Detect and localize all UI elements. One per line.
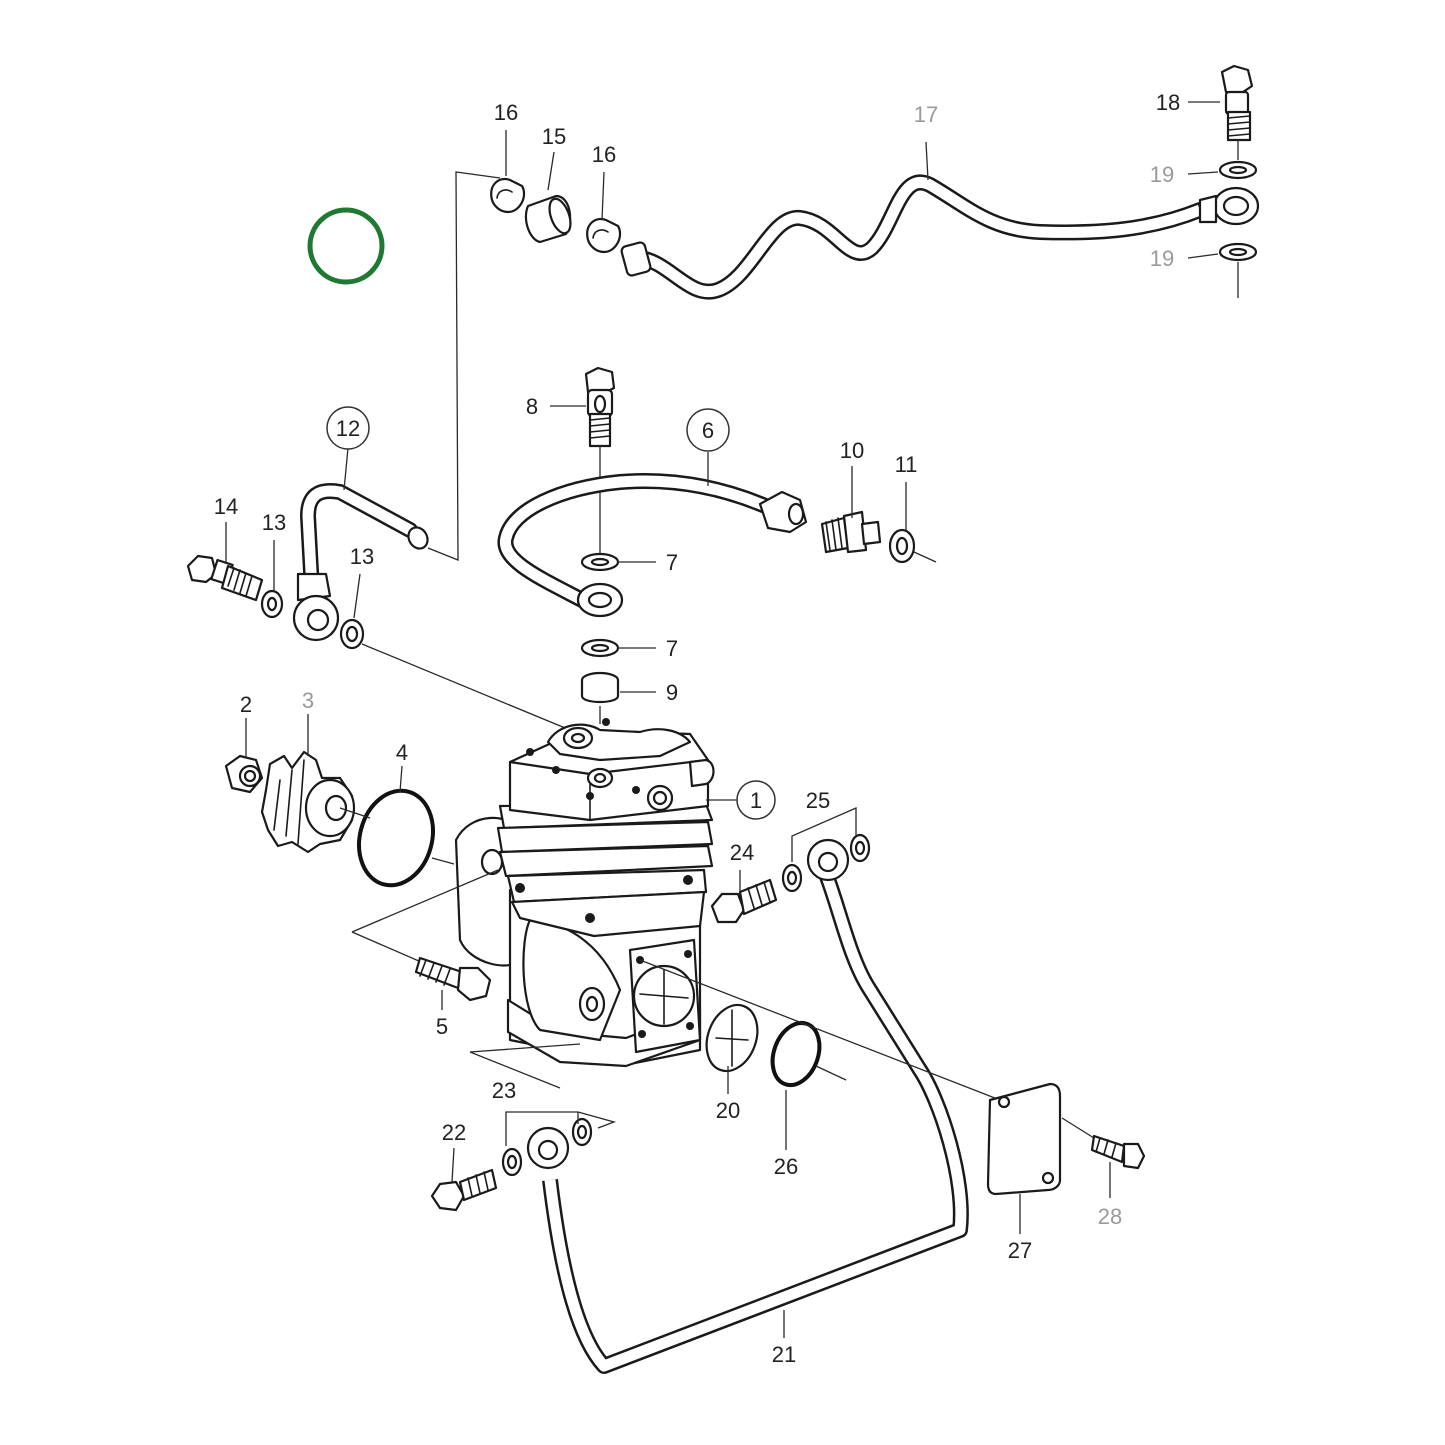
highlighted-o-ring	[307, 207, 385, 285]
callout-9: 9	[666, 680, 678, 705]
callout-19b: 19	[1150, 246, 1174, 271]
callout-26: 26	[774, 1154, 798, 1179]
callout-12: 12	[336, 416, 360, 441]
callout-2: 2	[240, 692, 252, 717]
callout-28: 28	[1098, 1204, 1122, 1229]
compressor-body	[454, 718, 738, 1068]
callout-25: 25	[806, 788, 830, 813]
callout-16a: 16	[494, 100, 518, 125]
callout-8: 8	[526, 394, 538, 419]
callout-27: 27	[1008, 1238, 1032, 1263]
bolt-5	[414, 956, 492, 1010]
callout-13b: 13	[350, 544, 374, 569]
callout-4: 4	[396, 740, 408, 765]
callout-7a: 7	[666, 550, 678, 575]
banjo-bolt-18	[1218, 64, 1258, 298]
callout-circle-12	[326, 406, 370, 450]
callout-5: 5	[436, 1014, 448, 1039]
callout-18: 18	[1156, 90, 1180, 115]
callout-circle-1	[736, 780, 776, 820]
callout-7b: 7	[666, 636, 678, 661]
pipe-6-assembly	[497, 366, 937, 724]
pipe-21-assembly	[430, 807, 969, 1374]
callout-17: 17	[914, 102, 938, 127]
callout-leaders	[225, 101, 1220, 1338]
callout-21: 21	[772, 1342, 796, 1367]
callout-23: 23	[492, 1078, 516, 1103]
callout-13a: 13	[262, 510, 286, 535]
callout-24: 24	[730, 840, 754, 865]
drive-gear-parts	[224, 750, 455, 888]
callout-1: 1	[750, 788, 762, 813]
callout-20: 20	[716, 1098, 740, 1123]
callout-10: 10	[840, 438, 864, 463]
callout-6: 6	[702, 418, 714, 443]
callout-16b: 16	[592, 142, 616, 167]
callout-labels: 1 2 3 4 5 6 7 7 8 9 10 11 12 13 13 14 15…	[214, 90, 1180, 1367]
callout-22: 22	[442, 1120, 466, 1145]
callout-15: 15	[542, 124, 566, 149]
callout-3: 3	[302, 688, 314, 713]
callout-circle-6	[686, 408, 730, 452]
callout-11: 11	[895, 452, 918, 477]
cover-parts	[639, 959, 1146, 1196]
pipe-17-assembly	[490, 174, 1260, 300]
callout-19a: 19	[1150, 162, 1174, 187]
callout-14: 14	[214, 494, 238, 519]
pipe-12-assembly	[186, 483, 571, 731]
